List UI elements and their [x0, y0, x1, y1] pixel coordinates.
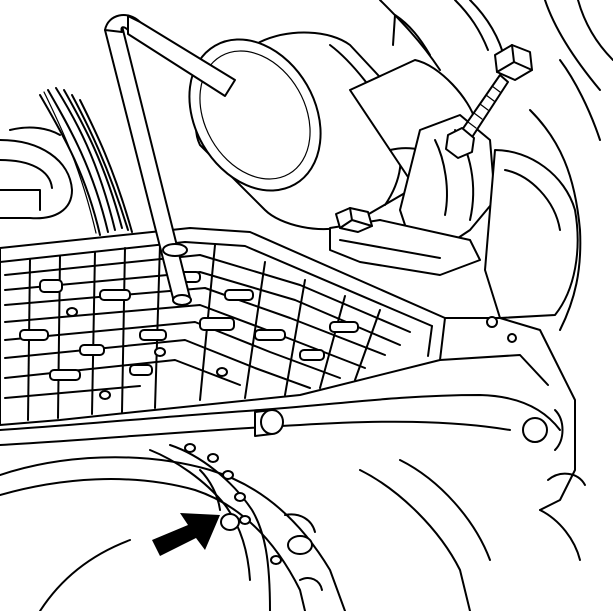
dowel-pin [254, 409, 284, 437]
valve-body [0, 227, 446, 426]
wiring-harness [39, 87, 133, 236]
lower-drum [0, 443, 491, 611]
special-tool-rod [104, 14, 236, 306]
case-flange [0, 316, 586, 561]
arrow-pointer-icon [152, 513, 220, 556]
case-housing-top [379, 0, 613, 331]
target-hole [220, 513, 240, 531]
actuator-assembly [188, 31, 579, 319]
left-bracket [0, 126, 73, 220]
